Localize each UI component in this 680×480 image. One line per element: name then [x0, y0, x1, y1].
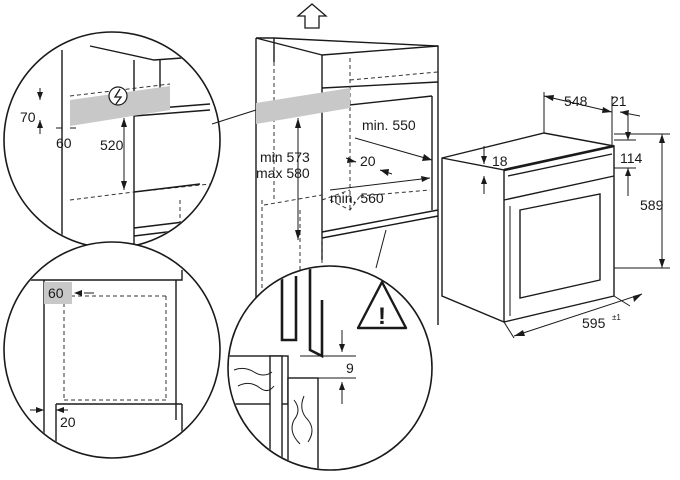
label-min573: min 573: [260, 149, 310, 165]
dim-589: 589: [614, 133, 670, 269]
detail-circle-bottom-left: 60 20: [3, 241, 221, 459]
label-520: 520: [100, 137, 124, 153]
label-60-top: 60: [56, 135, 72, 151]
label-20-top: 20: [360, 153, 376, 169]
warning-triangle-icon: !: [356, 280, 408, 330]
vent-zone-bottom: [44, 282, 72, 304]
dim-114: 114: [614, 112, 643, 196]
label-21: 21: [611, 93, 627, 109]
label-114: 114: [620, 150, 643, 166]
dim-18: 18: [481, 146, 508, 194]
label-max580: max 580: [256, 165, 310, 181]
dim-595: 595 ±1: [503, 293, 643, 339]
dim-548: 548: [543, 92, 613, 133]
label-min560: min. 560: [330, 190, 384, 206]
leader-top-left: [211, 109, 257, 125]
label-70: 70: [20, 109, 36, 125]
dim-21: 21: [611, 93, 641, 146]
vent-zone-detail: [70, 86, 170, 126]
oven-drawing: [441, 132, 615, 323]
dim-min560: min. 560: [329, 176, 431, 206]
label-595-tolerance: ±1: [612, 313, 621, 322]
power-plug-icon: [108, 86, 128, 106]
label-589: 589: [640, 197, 664, 213]
label-9: 9: [346, 360, 354, 376]
vent-zone-shade: [256, 88, 350, 124]
dim-min550: min. 550: [354, 117, 433, 161]
label-595: 595: [582, 315, 606, 331]
label-20-bottom: 20: [60, 414, 76, 430]
label-18: 18: [492, 153, 508, 169]
detail-circle-top-left: 70 60 520: [3, 31, 221, 249]
label-60-left: 60: [48, 285, 64, 301]
up-arrow-icon: [296, 3, 328, 29]
label-548: 548: [564, 93, 588, 109]
detail-circle-bottom-center: 9 !: [227, 265, 433, 471]
warning-symbol: !: [378, 303, 386, 330]
dim-height-cabinet: min 573 max 580: [256, 118, 310, 240]
label-min550: min. 550: [362, 117, 416, 133]
dim-20-top: 20: [345, 153, 393, 176]
leader-bottom-center: [375, 229, 387, 269]
